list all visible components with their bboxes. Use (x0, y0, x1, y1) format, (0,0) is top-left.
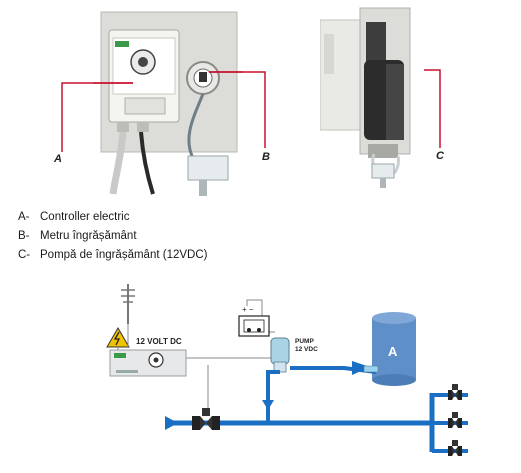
legend-item-c: C- Pompă de îngrășământ (12VDC) (18, 249, 207, 261)
control-wire (185, 338, 279, 359)
photo-pointers (61, 69, 441, 152)
pump-unit (270, 337, 290, 373)
pump-photo-graphic (319, 7, 411, 188)
pointer-line-b (209, 71, 266, 148)
legend-key-b: B- (18, 230, 30, 242)
zone-valve-icon (448, 384, 462, 400)
voltage-label: 12 VOLT DC (136, 337, 182, 346)
irrigation-schematic: 12 VOLT DC + − PUMP 12 VDC A (106, 284, 468, 456)
photo-label-c: C (436, 150, 444, 162)
controller-box (109, 349, 187, 377)
battery-icon: + − (238, 305, 270, 337)
pump-photo (319, 4, 424, 188)
tank-label: A (388, 344, 398, 359)
battery-signs: + − (242, 305, 254, 314)
zone-valve-icon (448, 412, 462, 428)
photo-label-b: B (262, 151, 270, 163)
high-voltage-warning-icon (106, 327, 130, 348)
zone-valve-icon (448, 440, 462, 456)
controller-photo (60, 8, 264, 196)
legend-text-c: Pompă de îngrășământ (12VDC) (40, 249, 208, 261)
pump-label-line1: PUMP (295, 338, 314, 345)
pump-label-line2: 12 VDC (295, 346, 318, 353)
legend-item-b: B- Metru îngrășământ (18, 230, 137, 242)
legend-text-b: Metru îngrășământ (40, 230, 137, 242)
legend-key-c: C- (18, 249, 31, 261)
legend-text-a: Controller electric (40, 211, 130, 223)
fertilizer-tank (372, 312, 416, 386)
injection-pipe (266, 370, 280, 423)
power-pole-icon (121, 284, 135, 324)
photo-label-a: A (54, 153, 62, 165)
legend-key-a: A- (18, 211, 30, 223)
pointer-line-a (61, 82, 133, 152)
legend-item-a: A- Controller electric (18, 211, 129, 223)
solenoid-valve-icon (192, 408, 220, 430)
